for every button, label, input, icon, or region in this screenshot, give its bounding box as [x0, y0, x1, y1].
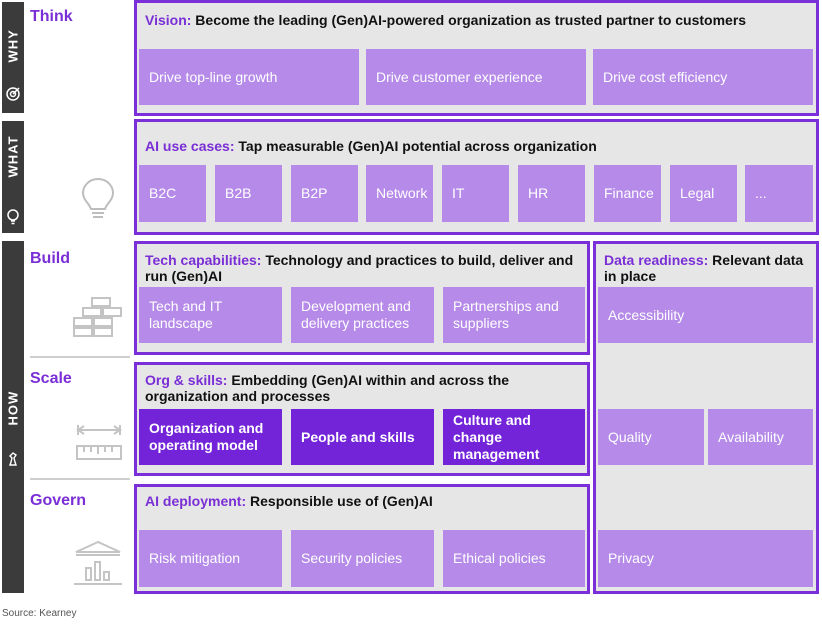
- data-outline: [593, 241, 819, 594]
- what-label: WHAT: [5, 135, 21, 178]
- usecases-text: Tap measurable (Gen)AI potential across …: [234, 138, 597, 154]
- lightbulb-icon: [78, 175, 118, 223]
- stage-build: Build: [30, 250, 70, 267]
- org-outline: [134, 362, 590, 476]
- deploy-label: AI deployment:: [145, 493, 247, 509]
- tech-item-2: Development and delivery practices: [291, 287, 434, 343]
- chess-icon: [9, 452, 17, 466]
- stage-think: Think: [30, 8, 73, 25]
- what-bar: WHAT: [2, 121, 24, 233]
- stage-scale: Scale: [30, 370, 72, 387]
- divider-scale-govern: [30, 478, 130, 480]
- tech-item-1: Tech and IT landscape: [139, 287, 282, 343]
- why-bar: WHY: [2, 2, 24, 113]
- vision-text: Become the leading (Gen)AI-powered organ…: [191, 12, 747, 28]
- vision-heading: Vision: Become the leading (Gen)AI-power…: [145, 12, 805, 28]
- deploy-item-1: Risk mitigation: [139, 530, 282, 587]
- org-item-3: Culture and change management: [443, 409, 585, 465]
- org-label: Org & skills:: [145, 372, 228, 388]
- usecase-network: Network: [366, 165, 433, 222]
- data-label: Data readiness:: [604, 252, 709, 268]
- vision-label: Vision:: [145, 12, 192, 28]
- usecase-b2c: B2C: [139, 165, 206, 222]
- divider-build-scale: [30, 356, 130, 358]
- org-item-2: People and skills: [291, 409, 434, 465]
- data-item-quality: Quality: [598, 409, 704, 465]
- tech-outline: [134, 241, 590, 355]
- deploy-outline: [134, 484, 590, 594]
- deploy-text: Responsible use of (Gen)AI: [246, 493, 433, 509]
- usecases-heading: AI use cases: Tap measurable (Gen)AI pot…: [145, 138, 805, 154]
- tech-label: Tech capabilities:: [145, 252, 262, 268]
- org-item-1: Organization and operating model: [139, 409, 282, 465]
- deploy-item-3: Ethical policies: [443, 530, 585, 587]
- vision-item-3: Drive cost efficiency: [593, 49, 813, 105]
- how-bar: HOW: [2, 241, 24, 593]
- org-heading: Org & skills: Embedding (Gen)AI within a…: [145, 372, 580, 404]
- ruler-icon: [74, 422, 124, 464]
- usecase-more: ...: [745, 165, 813, 222]
- brick-wall-icon: [72, 296, 124, 342]
- usecase-b2p: B2P: [291, 165, 358, 222]
- how-label: HOW: [5, 390, 21, 426]
- usecase-finance: Finance: [594, 165, 661, 222]
- vision-item-1: Drive top-line growth: [139, 49, 359, 105]
- data-heading: Data readiness: Relevant data in place: [604, 252, 809, 284]
- lightbulb-small-icon: [7, 209, 19, 225]
- tech-heading: Tech capabilities: Technology and practi…: [145, 252, 580, 284]
- deploy-heading: AI deployment: Responsible use of (Gen)A…: [145, 493, 580, 509]
- tech-text: Technology and practices to build, deliv…: [145, 252, 574, 284]
- org-text: Embedding (Gen)AI within and across the …: [145, 372, 510, 404]
- stage-govern: Govern: [30, 492, 87, 509]
- source-note: Source: Kearney: [2, 608, 77, 619]
- usecase-b2b: B2B: [215, 165, 282, 222]
- usecases-label: AI use cases:: [145, 138, 235, 154]
- tech-item-3: Partnerships and suppliers: [443, 287, 585, 343]
- usecases-outline: [134, 119, 819, 235]
- deploy-item-2: Security policies: [291, 530, 434, 587]
- usecase-it: IT: [442, 165, 509, 222]
- institution-icon: [72, 540, 124, 588]
- data-item-accessibility: Accessibility: [598, 287, 813, 343]
- data-item-privacy: Privacy: [598, 530, 813, 587]
- data-text: Relevant data in place: [604, 252, 804, 284]
- why-label: WHY: [5, 29, 21, 63]
- usecase-legal: Legal: [670, 165, 737, 222]
- usecase-hr: HR: [518, 165, 585, 222]
- target-icon: [6, 87, 20, 101]
- data-item-availability: Availability: [708, 409, 813, 465]
- vision-outline: [134, 0, 819, 116]
- vision-item-2: Drive customer experience: [366, 49, 586, 105]
